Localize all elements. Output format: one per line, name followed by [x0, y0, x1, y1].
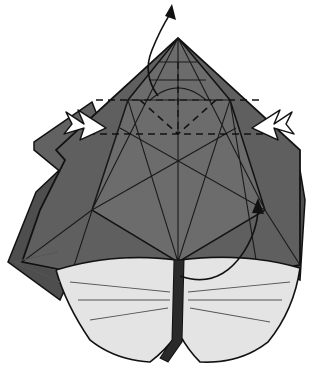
- origami-diagram: [0, 0, 323, 371]
